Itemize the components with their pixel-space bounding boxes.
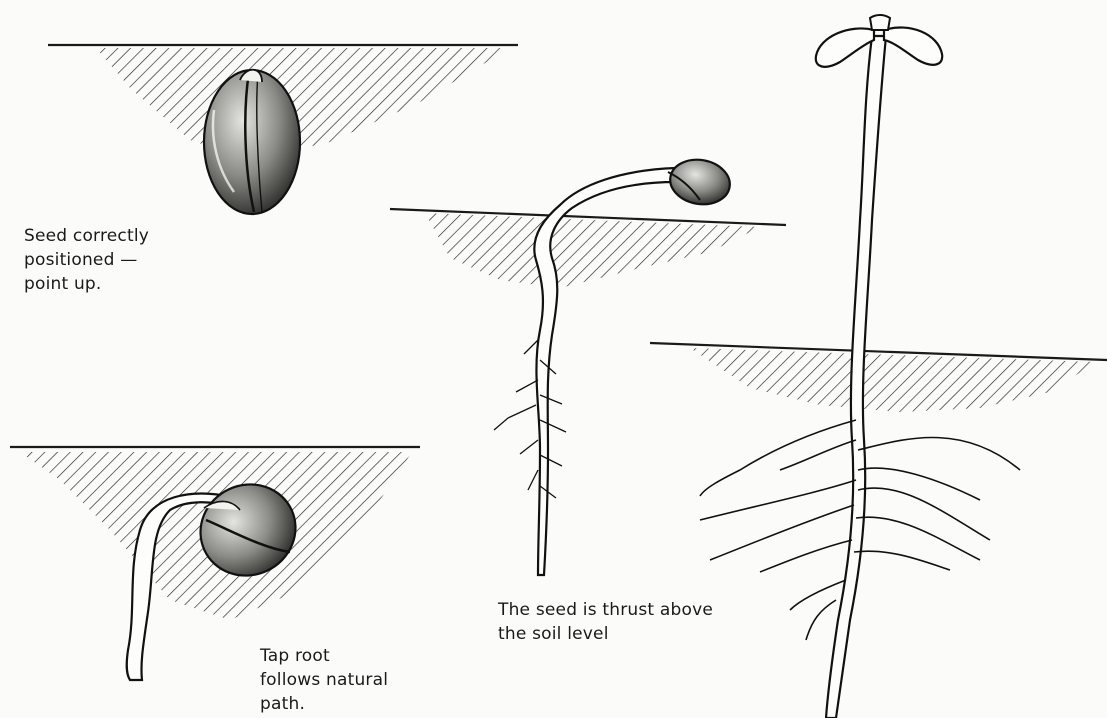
stage-seedling [650, 15, 1107, 718]
soil-hatching [425, 213, 760, 288]
caption-line: positioned — [24, 248, 149, 272]
caption-line: Seed correctly [24, 224, 149, 248]
caption-line: the soil level [498, 622, 713, 646]
caption-line: Tap root [260, 644, 388, 668]
root-hairs [494, 340, 566, 498]
caption-line: point up. [24, 272, 149, 296]
caption-line: path. [260, 692, 388, 716]
seed-icon [204, 70, 300, 214]
caption-line: The seed is thrust above [498, 598, 713, 622]
caption-seed-positioned: Seed correctly positioned — point up. [24, 224, 149, 296]
caption-seed-thrust: The seed is thrust above the soil level [498, 598, 713, 646]
stage-seed-planted [48, 45, 518, 214]
caption-tap-root: Tap root follows natural path. [260, 644, 388, 716]
seed-icon [667, 155, 734, 209]
caption-line: follows natural [260, 668, 388, 692]
soil-hatching [96, 48, 510, 160]
